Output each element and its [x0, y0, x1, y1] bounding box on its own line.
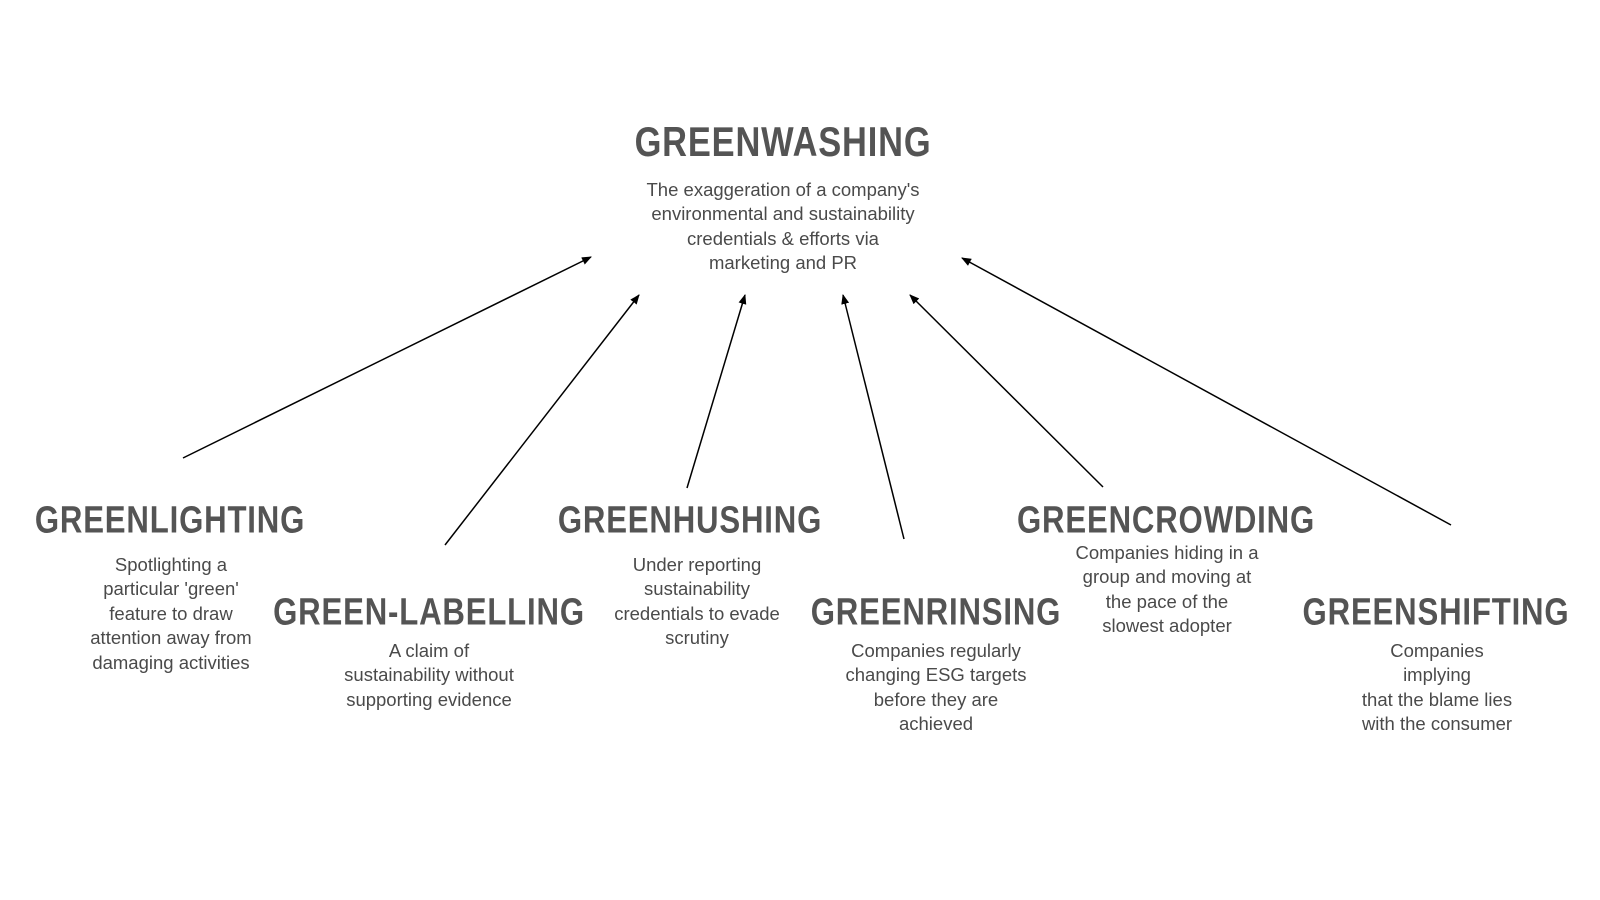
- greenshifting-title: GREENSHIFTING: [1302, 591, 1570, 634]
- arrow-greenshifting: [961, 257, 1452, 526]
- greencrowding-title: GREENCROWDING: [1016, 499, 1316, 542]
- greenrinsing-title: GREENRINSING: [810, 591, 1062, 634]
- greenlighting-title: GREENLIGHTING: [34, 499, 306, 542]
- greenrinsing-description: Companies regularly changing ESG targets…: [845, 640, 1027, 735]
- arrow-greenhushing: [686, 294, 747, 489]
- greenhushing-title: GREENHUSHING: [557, 499, 823, 542]
- greenlighting-description: Spotlighting a particular 'green' featur…: [90, 554, 252, 673]
- arrow-greenrinsing: [841, 294, 905, 540]
- arrow-greencrowding: [909, 294, 1104, 488]
- main-title: GREENWASHING: [634, 118, 932, 165]
- green-labelling-description: A claim of sustainability without suppor…: [344, 640, 514, 710]
- greenshifting-description: Companies implying that the blame lies w…: [1361, 640, 1513, 735]
- green-labelling-title: GREEN-LABELLING: [273, 591, 585, 634]
- greenhushing-description: Under reporting sustainability credentia…: [614, 554, 780, 649]
- main-description: The exaggeration of a company's environm…: [646, 179, 920, 274]
- arrow-greenlighting: [182, 256, 592, 459]
- arrow-green-labelling: [444, 294, 640, 546]
- greencrowding-description: Companies hiding in a group and moving a…: [1075, 542, 1259, 637]
